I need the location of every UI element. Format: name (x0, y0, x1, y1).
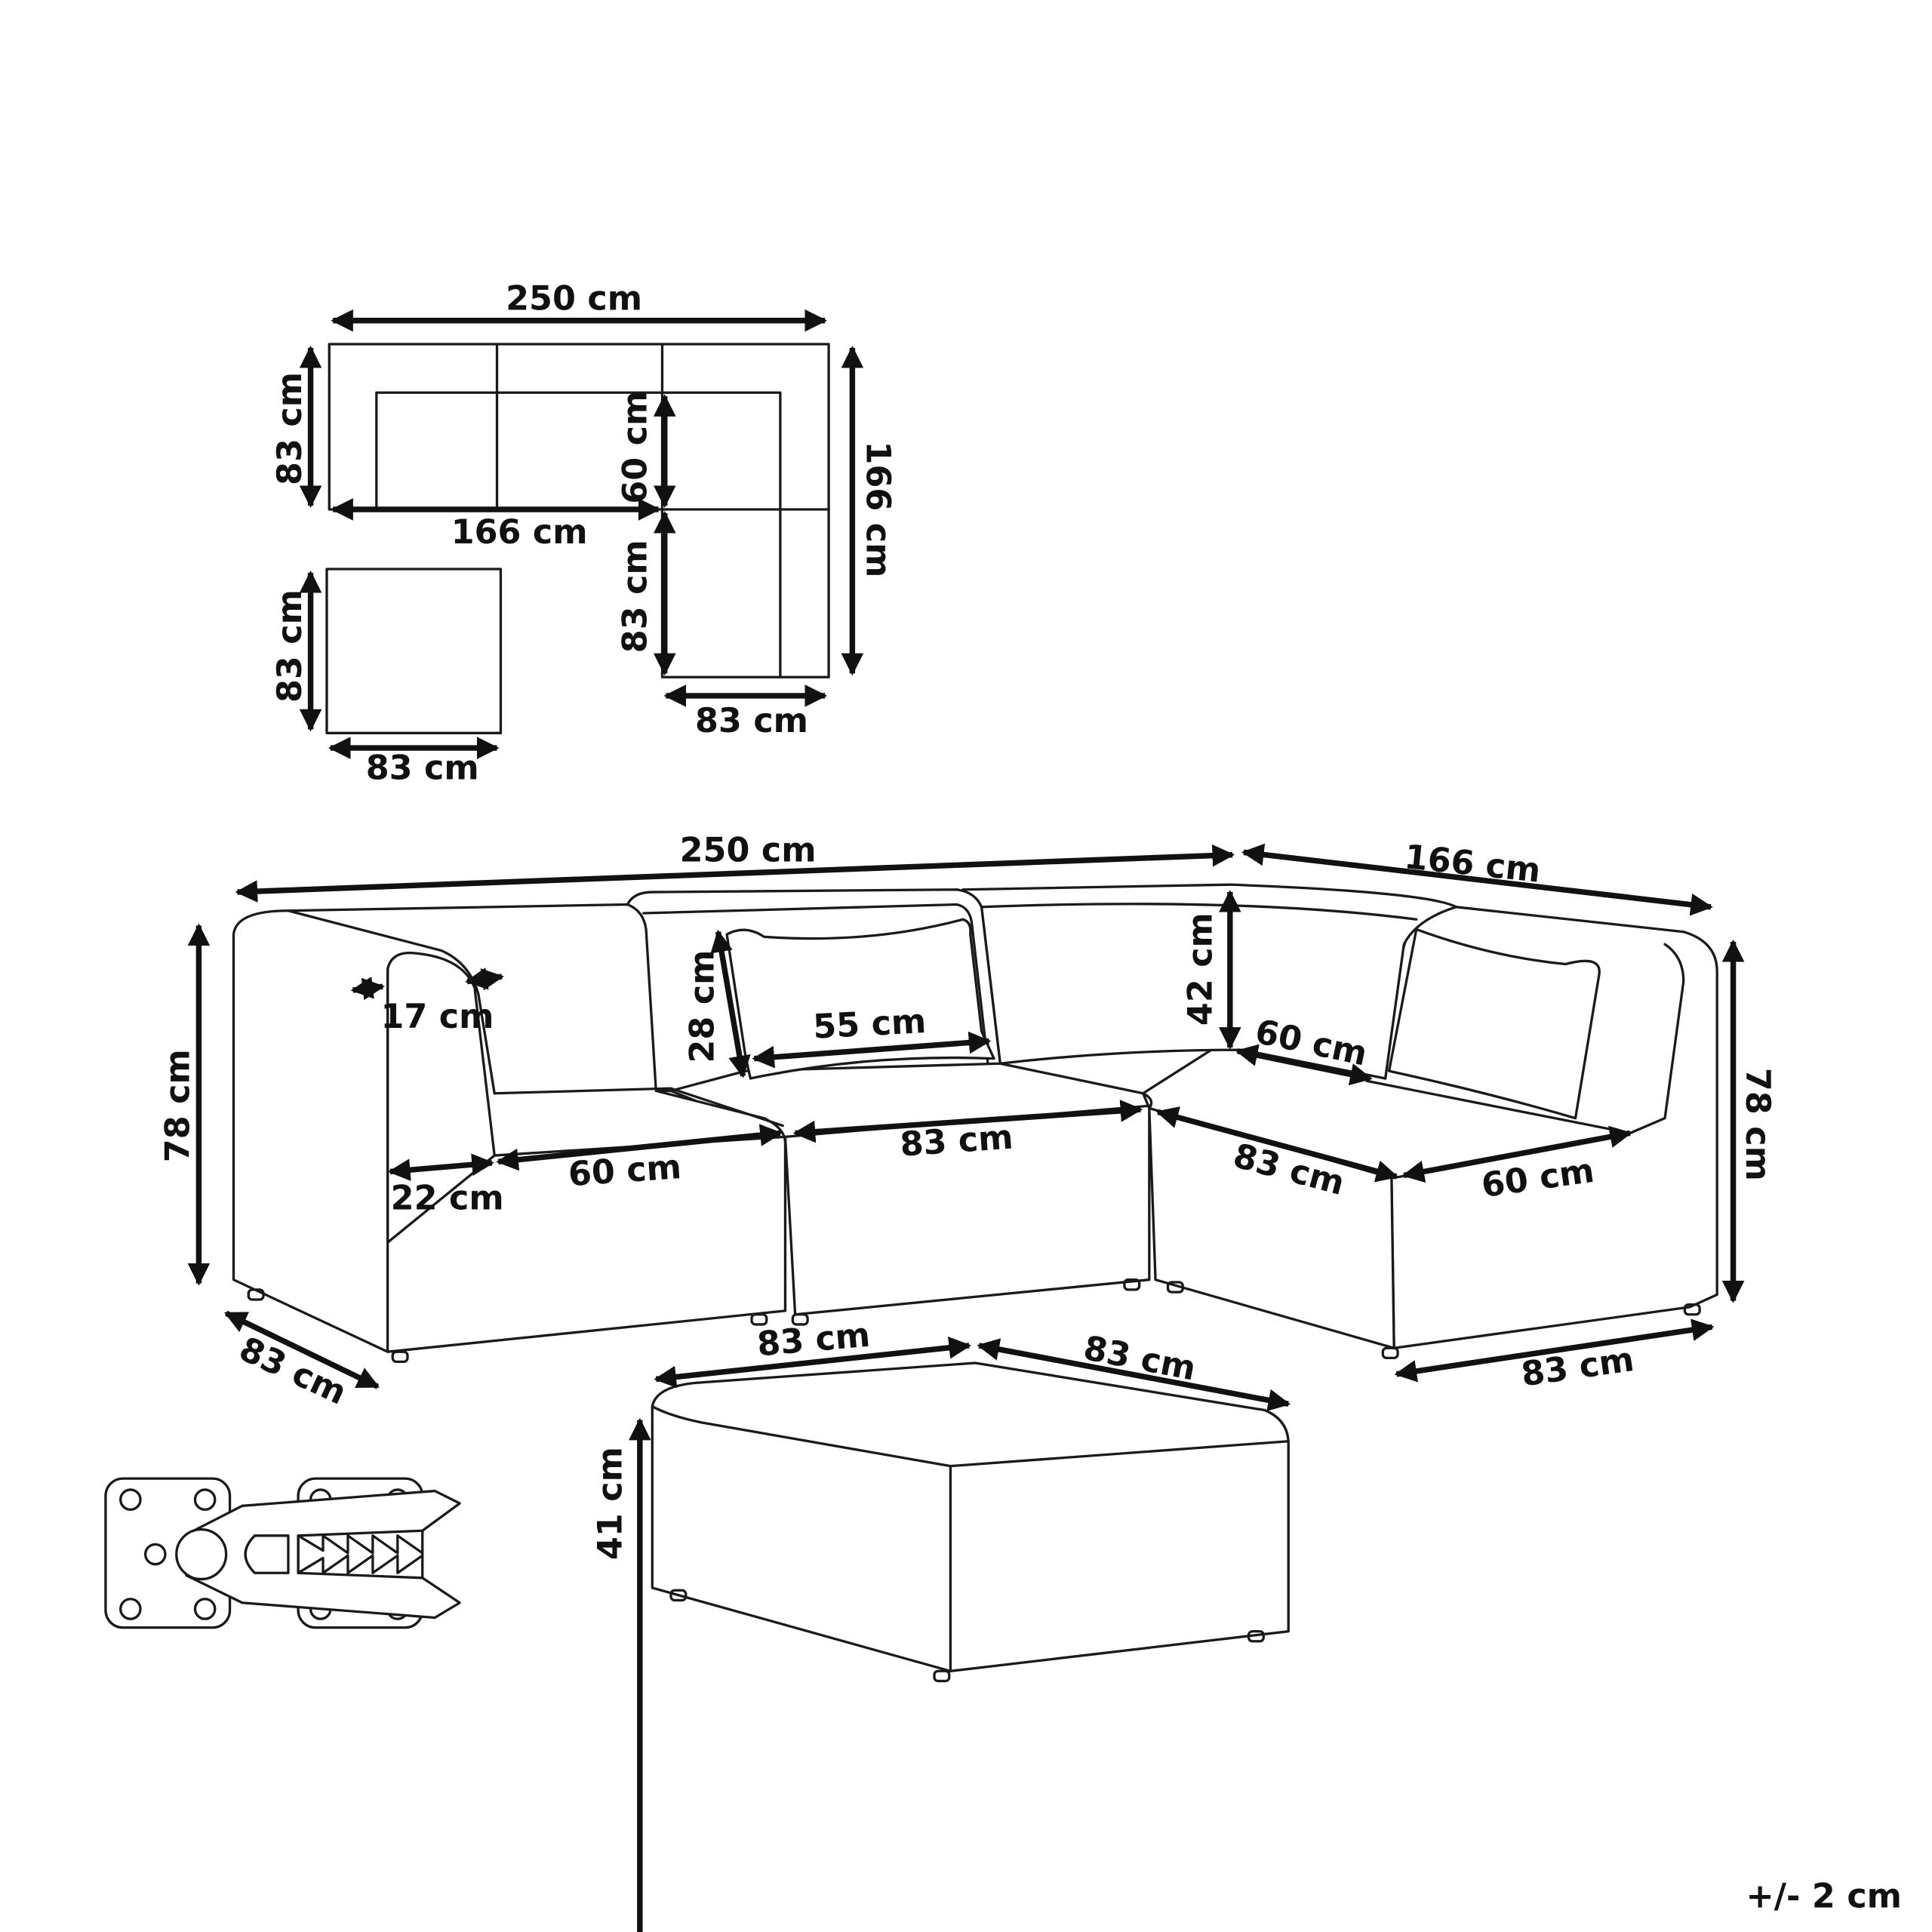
dim-middle-seat-width: 83 cm (899, 1118, 1014, 1164)
tolerance-note: +/- 2 cm (1746, 1878, 1902, 1916)
dim-top-ottoman-depth: 83 cm (271, 589, 309, 703)
dim-top-left-depth: 83 cm (271, 372, 309, 485)
dim-top-overall-length: 166 cm (859, 441, 897, 578)
dim-armrest-width: 17 cm (381, 998, 494, 1036)
pillow-right (1387, 928, 1601, 1120)
dim-height-right: 78 cm (1738, 1068, 1777, 1181)
connector-bracket-icon (104, 1477, 461, 1629)
dim-backrest-height: 42 cm (1182, 912, 1220, 1026)
dim-pillow-width: 55 cm (812, 1002, 927, 1047)
dim-top-corner-width: 83 cm (695, 702, 808, 740)
dim-top-overall-width: 250 cm (506, 279, 642, 318)
dim-ottoman-width-side: 83 cm (1081, 1329, 1199, 1389)
perspective-dimensions: 250 cm 166 cm 78 cm 78 cm 17 cm 22 cm 60… (159, 831, 1777, 1412)
dim-seat-depth-left: 60 cm (567, 1148, 682, 1194)
dim-armrest-base: 22 cm (391, 1179, 504, 1217)
top-view-plan: 250 cm 83 cm 60 cm 166 cm 166 cm 83 cm 8… (271, 279, 897, 787)
dim-right-module-width: 83 cm (1519, 1340, 1637, 1394)
dim-ottoman-height: 41 cm (592, 1447, 630, 1560)
dim-top-ottoman-width: 83 cm (366, 749, 479, 788)
dim-overall-length: 166 cm (1403, 838, 1543, 891)
feet (247, 1278, 1701, 1363)
dim-overall-width: 250 cm (680, 831, 817, 869)
ottoman: 83 cm 83 cm 41 cm (592, 1316, 1291, 1932)
dim-pillow-height: 28 cm (683, 950, 721, 1063)
dim-top-seat-depth: 60 cm (617, 391, 655, 504)
dim-height-left: 78 cm (159, 1049, 198, 1162)
dim-left-module-depth: 83 cm (233, 1330, 352, 1413)
dim-top-corner-depth: 83 cm (617, 540, 655, 653)
dim-top-inner-length: 166 cm (451, 513, 588, 552)
top-view-ottoman (325, 568, 503, 734)
pillow-middle (725, 918, 995, 1080)
